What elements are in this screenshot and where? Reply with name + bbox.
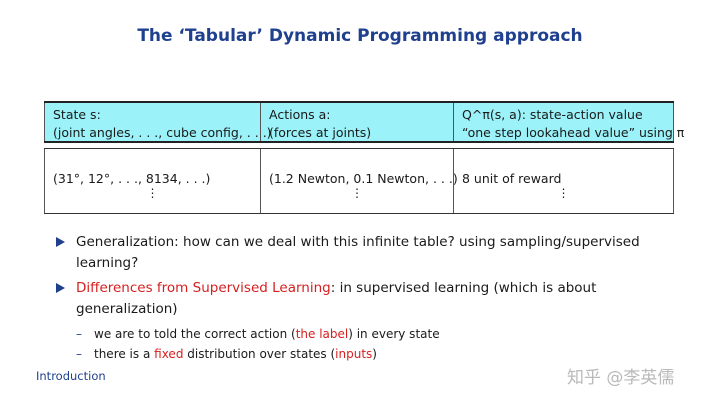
vertical-dots: ⋮ (146, 186, 159, 200)
triangle-bullet-icon (56, 237, 65, 247)
dash-bullet-icon: – (76, 347, 82, 361)
bullet-list: Generalization: how can we deal with thi… (56, 232, 696, 364)
watermark: 知乎 @李英儒 (567, 368, 675, 388)
footer-section-label: Introduction (36, 369, 106, 383)
vertical-dots: ⋮ (557, 186, 570, 200)
sub-bullet-label: – we are to told the correct action (the… (56, 324, 696, 344)
vertical-dots: ⋮ (351, 186, 363, 200)
bullet-generalization: Generalization: how can we deal with thi… (56, 232, 696, 274)
table-header-row: State s: (joint angles, . . ., cube conf… (44, 101, 684, 143)
header-cell-actions: Actions a: (forces at joints) (260, 103, 453, 141)
bullet-differences: Differences from Supervised Learning: in… (56, 278, 696, 320)
cell-reward-value: 8 unit of reward ⋮ (453, 149, 674, 213)
cell-state-value: (31°, 12°, . . ., 8134, . . .) ⋮ (44, 149, 260, 213)
header-cell-q-value: Q^π(s, a): state-action value “one step … (453, 103, 684, 141)
table-row: (31°, 12°, . . ., 8134, . . .) ⋮ (1.2 Ne… (44, 148, 674, 214)
header-cell-state: State s: (joint angles, . . ., cube conf… (44, 103, 272, 141)
page-title: The ‘Tabular’ Dynamic Programming approa… (137, 26, 583, 46)
sub-bullet-distribution: – there is a fixed distribution over sta… (56, 344, 696, 364)
dash-bullet-icon: – (76, 327, 82, 341)
triangle-bullet-icon (56, 283, 65, 293)
q-table: State s: (joint angles, . . ., cube conf… (44, 101, 684, 214)
cell-action-value: (1.2 Newton, 0.1 Newton, . . .) ⋮ (260, 149, 458, 213)
